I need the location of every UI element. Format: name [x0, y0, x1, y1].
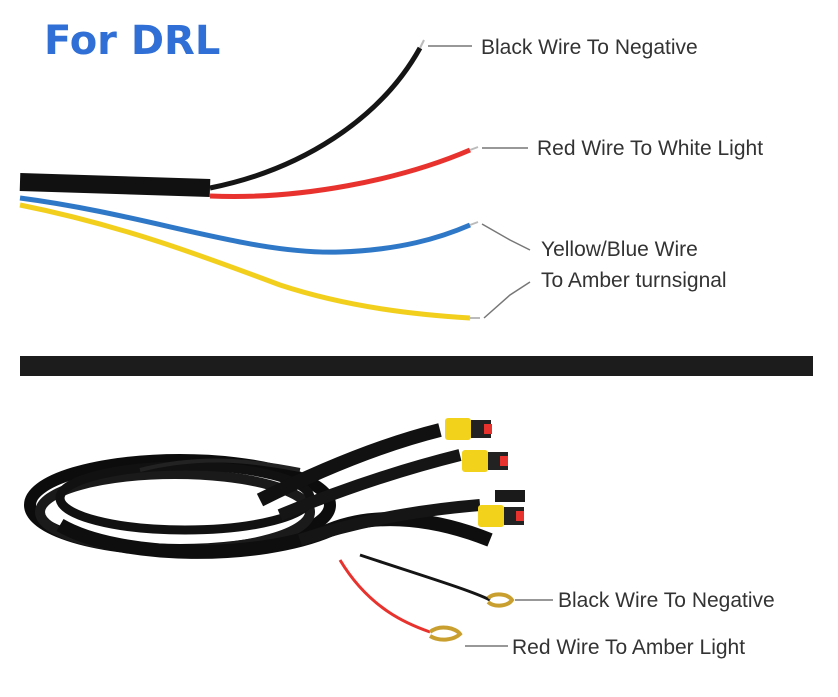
- yellow-wire: [19, 202, 471, 321]
- black-wire-tip: [419, 39, 425, 49]
- black-wire: [209, 46, 423, 191]
- blue-wire-tip: [469, 221, 479, 226]
- blue-wire: [19, 195, 471, 255]
- label-red-wire-top: Red Wire To White Light: [537, 137, 764, 160]
- red-wire-tip: [469, 146, 479, 151]
- label-black-wire-top: Black Wire To Negative: [481, 36, 698, 59]
- label-yellow-blue-line2: To Amber turnsignal: [541, 269, 727, 292]
- connector-group: [445, 418, 525, 527]
- red-lead: [338, 559, 431, 634]
- black-terminal: [486, 592, 515, 608]
- cable-sheath: [19, 173, 211, 197]
- red-terminal: [428, 625, 463, 642]
- label-black-wire-bottom: Black Wire To Negative: [558, 589, 775, 612]
- black-lead: [359, 553, 491, 602]
- label-red-wire-bottom: Red Wire To Amber Light: [512, 636, 746, 659]
- page-title: For DRL: [44, 18, 221, 64]
- label-yellow-blue-line1: Yellow/Blue Wire: [541, 238, 698, 261]
- red-wire: [209, 147, 471, 199]
- leader-line: [481, 223, 531, 251]
- leader-line: [483, 281, 531, 319]
- wire-harness-bundle: [24, 423, 493, 559]
- section-divider: [20, 356, 813, 376]
